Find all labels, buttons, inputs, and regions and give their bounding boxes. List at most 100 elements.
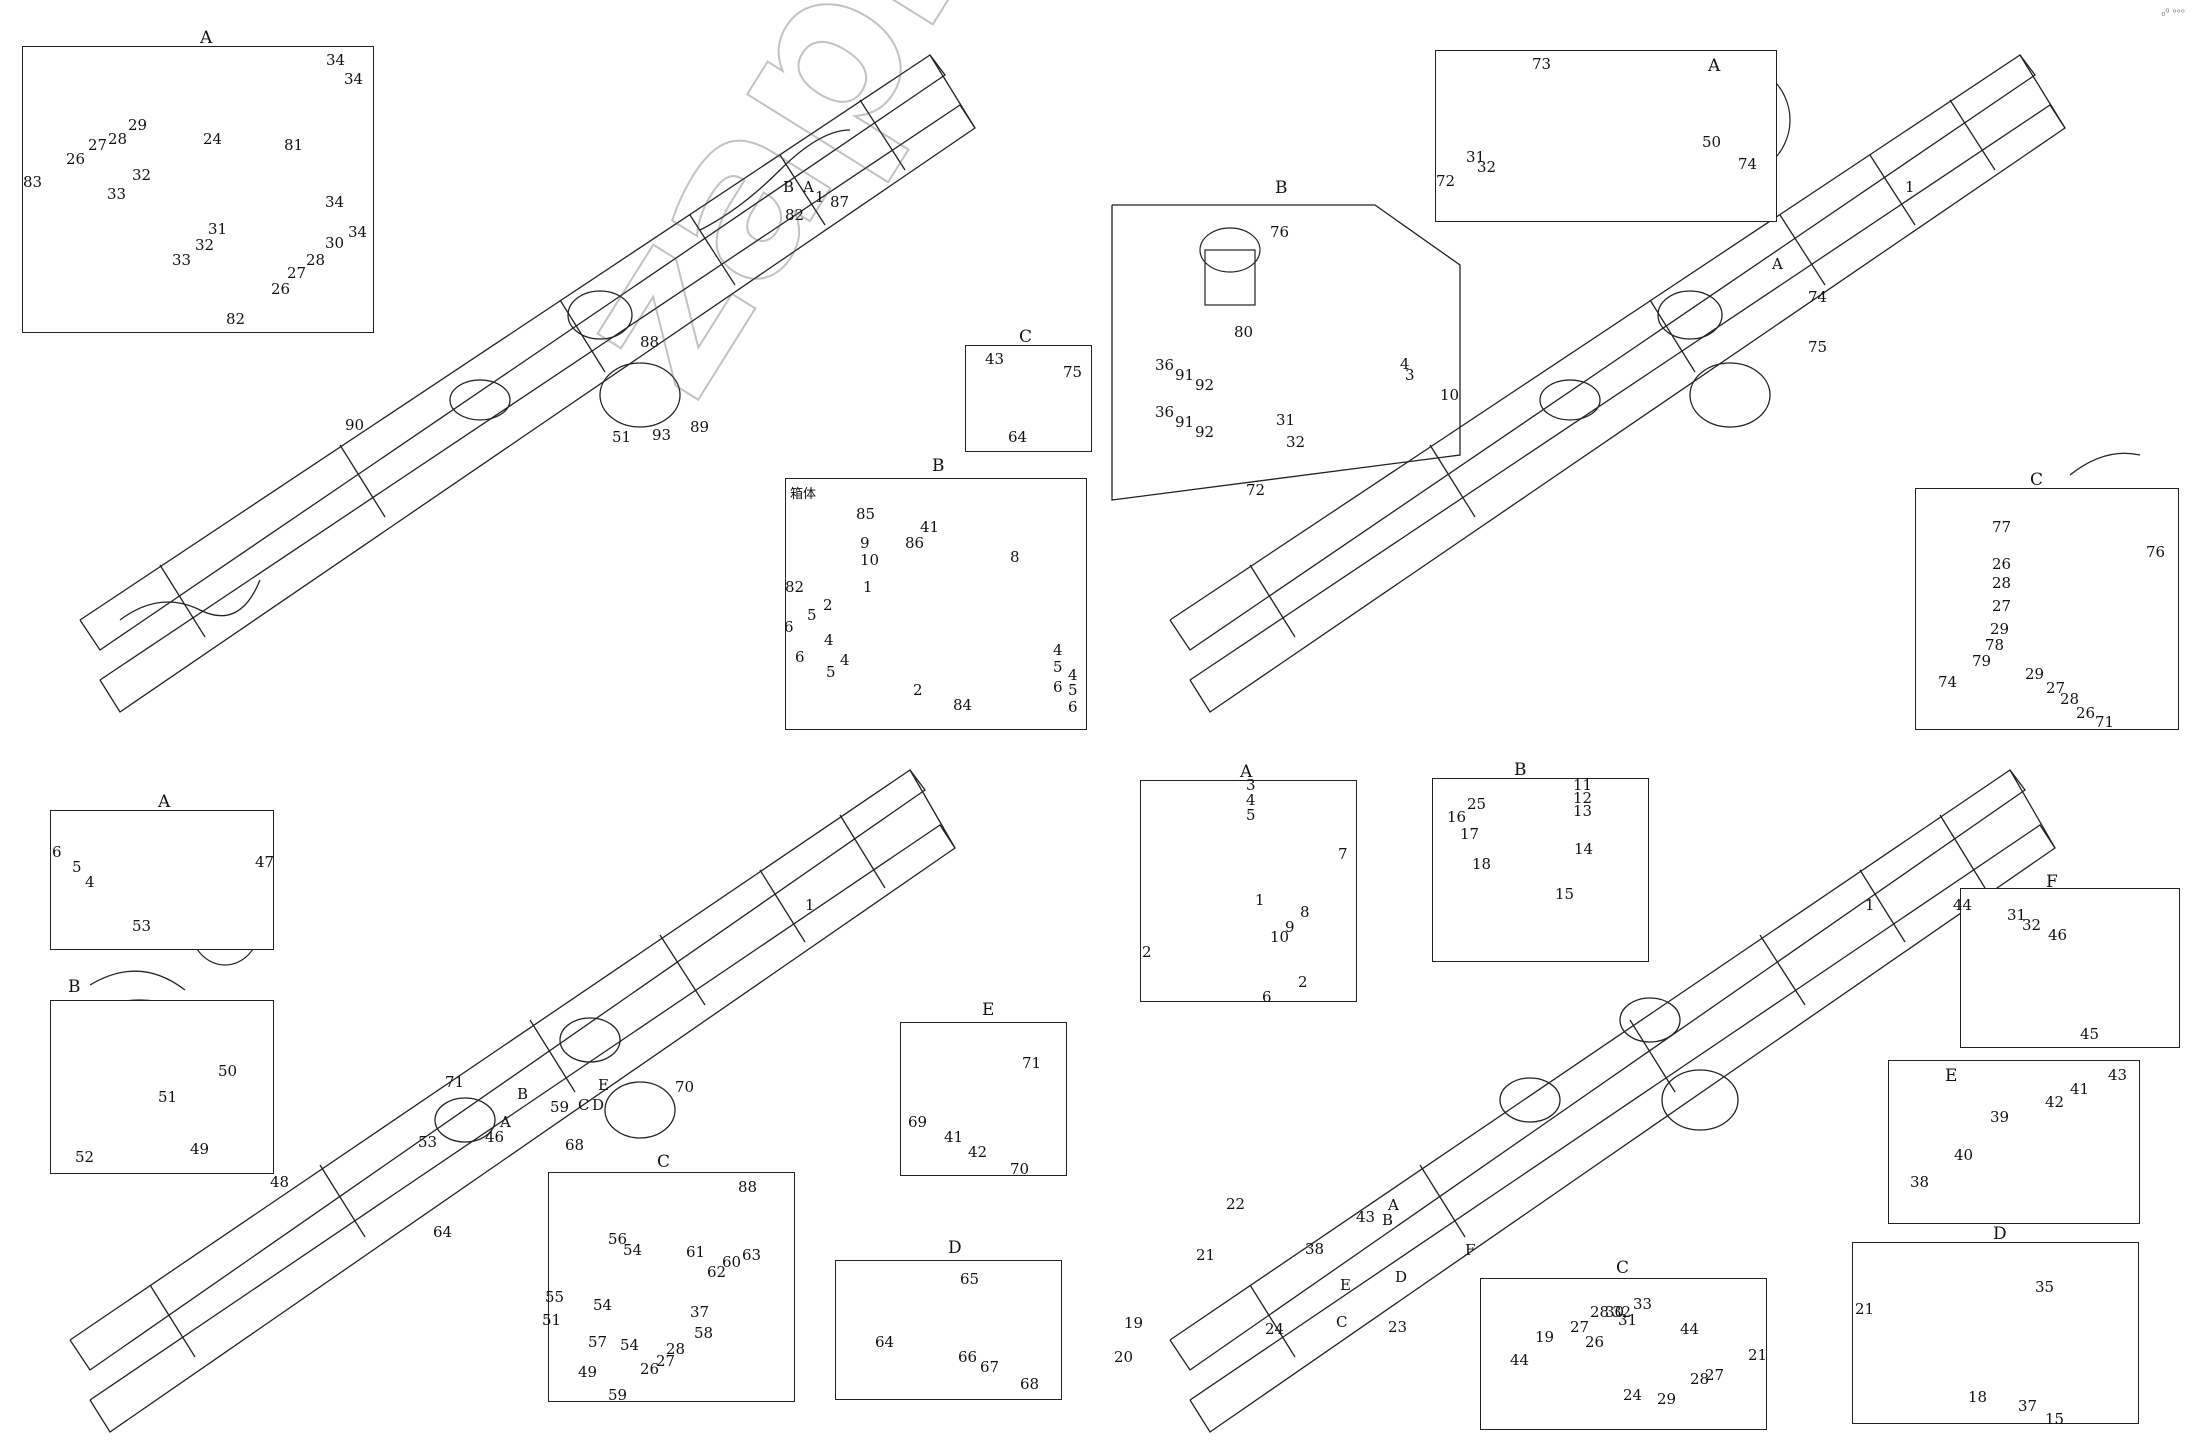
detail-callout: 6 [1068, 698, 1078, 716]
detail-title: A [1708, 56, 1721, 76]
detail-callout: 31 [2007, 906, 2027, 924]
chassis-callout: 93 [652, 426, 672, 444]
detail-callout: 33 [172, 251, 192, 269]
detail-callout: 72 [1246, 481, 1266, 499]
detail-callout: 92 [1195, 423, 1215, 441]
detail-callout: 50 [1702, 133, 1722, 151]
detail-callout: 41 [920, 518, 940, 536]
chassis-frame-1 [79, 54, 976, 713]
detail-callout: 28 [1590, 1303, 1610, 1321]
detail-callout: 15 [1555, 885, 1575, 903]
detail-callout: 72 [1436, 172, 1456, 190]
detail-callout: 54 [620, 1336, 640, 1354]
chassis-callout: 48 [270, 1173, 290, 1191]
detail-callout: 6 [784, 618, 794, 636]
detail-callout: 2 [823, 596, 833, 614]
detail-callout: 74 [1938, 673, 1958, 691]
chassis-callout: A [803, 178, 814, 196]
detail-callout: 92 [1195, 376, 1215, 394]
chassis-callout: 51 [542, 1311, 562, 1329]
detail-callout: 86 [905, 534, 925, 552]
detail-title: D [1993, 1224, 2007, 1244]
detail-title: E [1945, 1066, 1958, 1086]
detail-callout: 8 [1010, 548, 1020, 566]
chassis-callout: 53 [418, 1133, 438, 1151]
detail-callout: 28 [306, 251, 326, 269]
detail-callout: 4 [85, 873, 95, 891]
detail-callout: 34 [325, 193, 345, 211]
detail-callout: 84 [953, 696, 973, 714]
corner-mark: ₀⁰ ᵒᵒᵒ [2161, 8, 2185, 19]
detail-callout: 29 [128, 116, 148, 134]
detail-callout: 66 [958, 1348, 978, 1366]
detail-callout: 32 [132, 166, 152, 184]
detail-callout: 91 [1175, 413, 1195, 431]
detail-callout: 38 [1910, 1173, 1930, 1191]
detail-callout: 64 [1008, 428, 1028, 446]
detail-callout: 71 [1022, 1054, 1042, 1072]
detail-callout: 82 [226, 310, 246, 328]
detail-callout: 27 [1705, 1366, 1725, 1384]
detail-callout: 1 [1255, 891, 1265, 909]
chassis-callout: B [517, 1085, 529, 1103]
chassis-callout: 22 [1226, 1195, 1246, 1213]
detail-callout: 70 [1010, 1160, 1030, 1178]
detail-callout: 54 [623, 1241, 643, 1259]
chassis-callout: 21 [1196, 1246, 1216, 1264]
detail-callout: 4 [840, 651, 850, 669]
detail-callout: 42 [2045, 1093, 2065, 1111]
detail-callout: 16 [1447, 808, 1467, 826]
detail-callout: 5 [826, 663, 836, 681]
detail-callout: 62 [707, 1263, 727, 1281]
chassis-callout: 59 [550, 1098, 570, 1116]
detail-callout: 67 [980, 1358, 1000, 1376]
detail-callout: 17 [1460, 825, 1480, 843]
detail-callout: 5 [807, 606, 817, 624]
detail-callout: 43 [985, 350, 1005, 368]
detail-callout: 80 [1234, 323, 1254, 341]
detail-callout: 61 [686, 1243, 706, 1261]
detail-callout: 26 [640, 1360, 660, 1378]
detail-callout: 31 [1618, 1311, 1638, 1329]
detail-callout: 9 [860, 534, 870, 552]
chassis-callout: C [1336, 1313, 1348, 1331]
chassis-callout: 90 [345, 416, 365, 434]
detail-callout: 82 [785, 578, 805, 596]
detail-callout: 28 [666, 1340, 686, 1358]
detail-callout: 81 [284, 136, 304, 154]
detail-title: C [2030, 470, 2044, 490]
detail-callout: 31 [1276, 411, 1296, 429]
detail-title: B [1514, 760, 1527, 780]
detail-box-a-1 [22, 46, 374, 333]
chassis-callout: C [578, 1096, 590, 1114]
detail-callout: 35 [2035, 1278, 2055, 1296]
detail-callout: 54 [593, 1296, 613, 1314]
detail-box-c-3 [548, 1172, 795, 1402]
detail-callout: 44 [1953, 896, 1973, 914]
detail-callout: 7 [1338, 845, 1348, 863]
detail-callout: 74 [1738, 155, 1758, 173]
chassis-callout: A [1388, 1196, 1399, 1214]
detail-callout: 15 [2045, 1410, 2065, 1428]
detail-title: B [68, 977, 81, 997]
detail-callout: 30 [325, 234, 345, 252]
detail-callout: 39 [1990, 1108, 2010, 1126]
detail-callout: 75 [1063, 363, 1083, 381]
detail-callout: 26 [1585, 1333, 1605, 1351]
detail-callout: 49 [190, 1140, 210, 1158]
detail-callout: 32 [1612, 1303, 1632, 1321]
detail-callout: 24 [203, 130, 223, 148]
detail-callout: 28 [108, 130, 128, 148]
detail-box-a-4 [1140, 780, 1357, 1002]
detail-callout: 4 [824, 631, 834, 649]
detail-callout: 44 [1680, 1320, 1700, 1338]
detail-callout: 12 [1573, 789, 1593, 807]
detail-callout: 33 [1633, 1295, 1653, 1313]
detail-callout: 88 [738, 1178, 758, 1196]
detail-callout: 28 [1992, 574, 2012, 592]
detail-callout: 14 [1574, 840, 1594, 858]
detail-callout: 6 [795, 648, 805, 666]
detail-callout: 34 [348, 223, 368, 241]
detail-callout: 41 [944, 1128, 964, 1146]
